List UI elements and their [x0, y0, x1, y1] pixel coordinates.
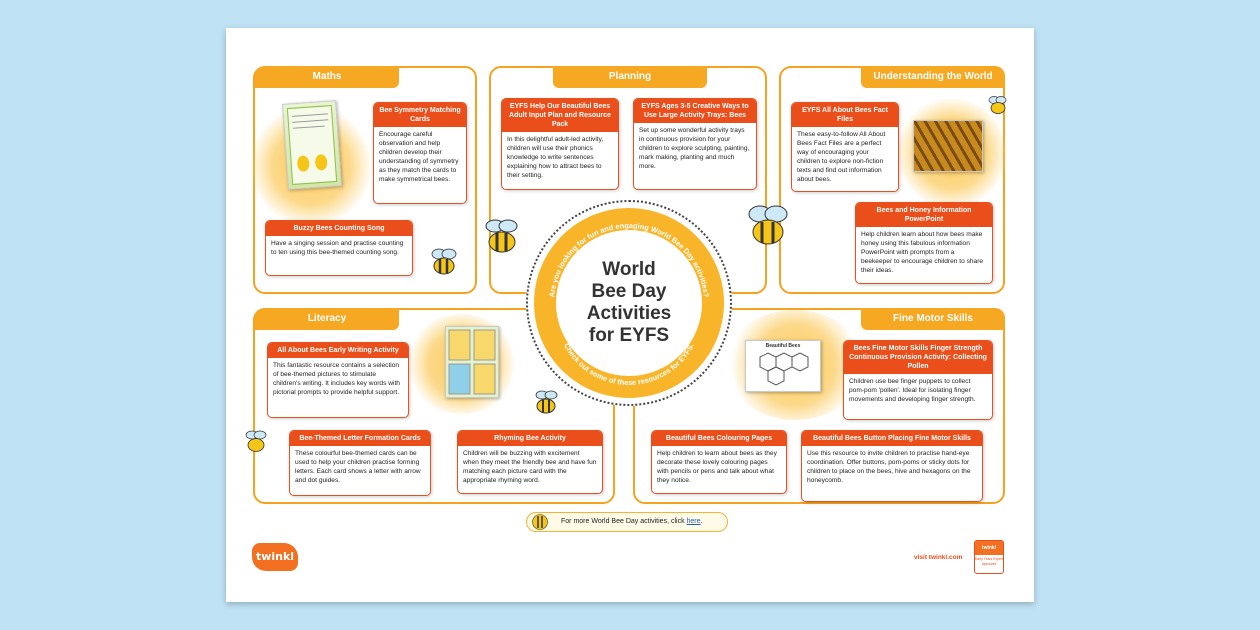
card-bees-and-honey-powerpoint[interactable]: Bees and Honey Information PowerPoint He…: [855, 202, 993, 284]
card-beautiful-bees-colouring-pages[interactable]: Beautiful Bees Colouring Pages Help chil…: [651, 430, 787, 494]
card-description: Have a singing session and practise coun…: [271, 240, 404, 256]
colouring-pages-thumbnail: Beautiful Bees: [745, 340, 821, 392]
card-title: All About Bees Early Writing Activity: [268, 343, 408, 358]
card-description: These colourful bee-themed cards can be …: [295, 450, 421, 484]
bee-icon: [532, 514, 548, 530]
section-title-fine-motor-skills: Fine Motor Skills: [861, 308, 1005, 330]
bee-icon: [988, 96, 1007, 114]
more-activities-banner: For more World Bee Day activities, click…: [526, 512, 728, 532]
title-line-1: World: [602, 259, 656, 280]
card-early-writing-activity[interactable]: All About Bees Early Writing Activity Th…: [267, 342, 409, 418]
writing-activity-thumbnail: [445, 326, 499, 398]
title-line-3: Activities: [586, 303, 672, 324]
bee-icon: [431, 248, 457, 275]
card-title: Bee Symmetry Matching Cards: [374, 103, 466, 127]
card-button-placing-fine-motor[interactable]: Beautiful Bees Button Placing Fine Motor…: [801, 430, 983, 502]
symmetry-cards-image: [286, 105, 338, 185]
card-title: Bees Fine Motor Skills Finger Strength C…: [844, 341, 992, 374]
card-description: Children will be buzzing with excitement…: [463, 450, 597, 484]
title-line-4: for EYFS: [588, 325, 670, 346]
card-help-our-beautiful-bees[interactable]: EYFS Help Our Beautiful Bees Adult Input…: [501, 98, 619, 190]
card-title: Beautiful Bees Button Placing Fine Motor…: [802, 431, 982, 446]
badge-text: Early Years Expert Approved: [975, 557, 1003, 566]
card-description: Help children learn about how bees make …: [861, 231, 984, 274]
card-description: Help children to learn about bees as the…: [657, 450, 777, 484]
colouring-page-title: Beautiful Bees: [765, 343, 801, 349]
section-title-maths: Maths: [255, 66, 399, 88]
visit-twinkl-link[interactable]: visit twinkl.com: [914, 554, 963, 561]
fact-files-thumbnail: [913, 120, 983, 172]
card-title: EYFS All About Bees Fact Files: [792, 103, 898, 127]
card-large-activity-trays[interactable]: EYFS Ages 3-5 Creative Ways to Use Large…: [633, 98, 757, 190]
card-title: EYFS Ages 3-5 Creative Ways to Use Large…: [634, 99, 756, 123]
bee-icon: [245, 430, 267, 452]
card-description: Use this resource to invite children to …: [807, 450, 971, 484]
title-line-2: Bee Day: [591, 281, 667, 302]
section-maths: Maths Bee Symmetry Matching Cards Encour…: [251, 66, 477, 294]
card-description: These easy-to-follow All About Bees Fact…: [797, 131, 886, 183]
activity-mat-page: Maths Bee Symmetry Matching Cards Encour…: [226, 28, 1034, 602]
section-title-planning: Planning: [553, 66, 707, 88]
card-description: In this delightful adult-led activity, c…: [507, 136, 604, 179]
card-title: Buzzy Bees Counting Song: [266, 221, 412, 236]
card-buzzy-bees-counting-song[interactable]: Buzzy Bees Counting Song Have a singing …: [265, 220, 413, 276]
card-description: This fantastic resource contains a selec…: [273, 362, 400, 396]
card-title: Bees and Honey Information PowerPoint: [856, 203, 992, 227]
card-rhyming-bee-activity[interactable]: Rhyming Bee Activity Children will be bu…: [457, 430, 603, 494]
bee-icon: [485, 219, 518, 253]
more-activities-text: For more World Bee Day activities, click: [561, 518, 687, 525]
center-title-circle: World Bee Day Activities for EYFS: [556, 230, 702, 376]
card-description: Set up some wonderful activity trays in …: [639, 127, 750, 170]
writing-activity-image: [448, 329, 496, 395]
card-description: Children use bee finger puppets to colle…: [849, 378, 976, 403]
section-understanding-the-world: Understanding the World EYFS All About B…: [779, 66, 1007, 294]
badge-logo: twinkl: [975, 541, 1003, 555]
section-literacy: Literacy All About Bees Early Writing Ac…: [253, 308, 615, 504]
symmetry-cards-thumbnail: [282, 100, 342, 190]
card-title: EYFS Help Our Beautiful Bees Adult Input…: [502, 99, 618, 132]
card-bee-symmetry[interactable]: Bee Symmetry Matching Cards Encourage ca…: [373, 102, 467, 204]
twinkl-logo[interactable]: twinkl: [252, 543, 298, 571]
bee-icon: [535, 390, 558, 414]
card-finger-strength-collecting-pollen[interactable]: Bees Fine Motor Skills Finger Strength C…: [843, 340, 993, 420]
section-title-literacy: Literacy: [255, 308, 399, 330]
bee-icon: [748, 205, 788, 245]
card-all-about-bees-fact-files[interactable]: EYFS All About Bees Fact Files These eas…: [791, 102, 899, 192]
early-years-approved-badge: twinkl Early Years Expert Approved: [974, 540, 1004, 574]
card-letter-formation-cards[interactable]: Bee-Themed Letter Formation Cards These …: [289, 430, 431, 496]
card-title: Rhyming Bee Activity: [458, 431, 602, 446]
card-title: Bee-Themed Letter Formation Cards: [290, 431, 430, 446]
card-description: Encourage careful observation and help c…: [379, 131, 459, 183]
colouring-page-image: [759, 352, 809, 386]
more-activities-period: .: [700, 518, 703, 525]
page-title: World Bee Day Activities for EYFS: [587, 259, 671, 347]
more-activities-link[interactable]: here: [686, 518, 701, 525]
card-title: Beautiful Bees Colouring Pages: [652, 431, 786, 446]
section-title-understanding-the-world: Understanding the World: [861, 66, 1005, 88]
